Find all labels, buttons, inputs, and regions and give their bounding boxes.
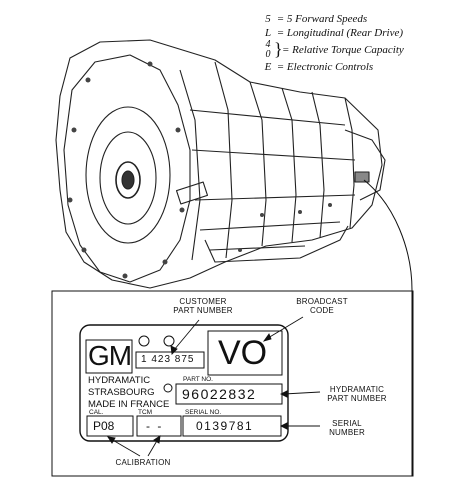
converter-hub	[115, 161, 141, 199]
hydramatic-part-value: 96022832	[182, 386, 257, 402]
customer-part-box	[135, 351, 205, 369]
plate-line-made-in: MADE IN FRANCE	[88, 399, 170, 410]
plate-line-hydramatic: HYDRAMATIC	[88, 375, 151, 386]
broadcast-code-value: VO	[218, 334, 268, 372]
leader-calibration-cal	[110, 438, 141, 457]
transmission-case-outline	[55, 39, 383, 289]
label-line: BROADCAST	[296, 297, 348, 306]
cal-box	[86, 415, 134, 437]
id-plate	[79, 324, 289, 442]
legend-desc: = 5 Forward Speeds	[276, 13, 368, 25]
label-customer-part-number: CUSTOMER PART NUMBER	[168, 297, 238, 315]
serial-label: SERIAL NO.	[185, 409, 222, 416]
label-line: HYDRAMATIC	[329, 385, 385, 394]
tcm-label: TCM	[138, 409, 153, 416]
cal-value: P08	[93, 419, 115, 433]
model-legend: 5 = 5 Forward Speeds L = Longitudinal (R…	[262, 12, 472, 74]
customer-part-value: 1 423 875	[141, 354, 195, 365]
label-line: NUMBER	[329, 428, 365, 437]
part-no-label: PART NO.	[183, 376, 213, 383]
leader-line-plate	[363, 179, 413, 476]
rivet-right	[163, 335, 175, 347]
label-line: SERIAL	[332, 419, 362, 428]
logo-box	[85, 339, 133, 374]
case-id-tag	[175, 181, 209, 205]
legend-desc: = Electronic Controls	[276, 61, 374, 73]
label-hydramatic-part-number: HYDRAMATIC PART NUMBER	[322, 385, 392, 403]
label-serial-number: SERIAL NUMBER	[322, 419, 372, 437]
legend-key: L	[264, 27, 272, 39]
broadcast-box	[207, 330, 283, 376]
legend-row-torque: 4 0 } = Relative Torque Capacity	[262, 40, 472, 60]
cal-label: CAL.	[89, 409, 104, 416]
leader-customer	[173, 319, 200, 351]
tcm-value: - -	[146, 419, 164, 433]
label-line: PART NUMBER	[173, 306, 233, 315]
legend-desc: = Longitudinal (Rear Drive)	[276, 27, 404, 39]
id-plate-location	[354, 171, 370, 183]
label-broadcast-code: BROADCAST CODE	[292, 297, 352, 315]
legend-row-electronic: E = Electronic Controls	[262, 60, 472, 74]
label-line: CUSTOMER	[179, 297, 227, 306]
legend-key: 0	[265, 49, 271, 60]
converter-outer-ring	[85, 106, 171, 244]
label-line: CODE	[310, 306, 334, 315]
legend-row-drive: L = Longitudinal (Rear Drive)	[262, 26, 472, 40]
legend-key: 4	[265, 39, 271, 50]
rivet-bottom	[163, 383, 173, 393]
gm-logo: GM	[88, 340, 132, 371]
oil-pan	[204, 225, 349, 263]
serial-value: 0139781	[196, 419, 254, 433]
legend-stacked-keys: 4 0	[262, 40, 274, 60]
legend-row-speeds: 5 = 5 Forward Speeds	[262, 12, 472, 26]
label-calibration: CALIBRATION	[115, 458, 171, 467]
legend-desc: = Relative Torque Capacity	[282, 44, 404, 56]
tcm-box	[136, 415, 182, 437]
tail-housing	[344, 129, 386, 201]
legend-key: E	[264, 61, 272, 73]
rivet-left	[138, 335, 150, 347]
leader-broadcast	[267, 316, 304, 339]
plate-line-strasbourg: STRASBOURG	[88, 387, 155, 398]
legend-key: 5	[265, 13, 271, 25]
bell-housing-rim	[63, 54, 191, 283]
callout-frame	[51, 290, 414, 477]
leader-hydramatic	[283, 391, 321, 395]
converter-mid-ring	[99, 131, 157, 225]
brace-glyph: }	[274, 39, 283, 59]
label-line: PART NUMBER	[327, 394, 387, 403]
